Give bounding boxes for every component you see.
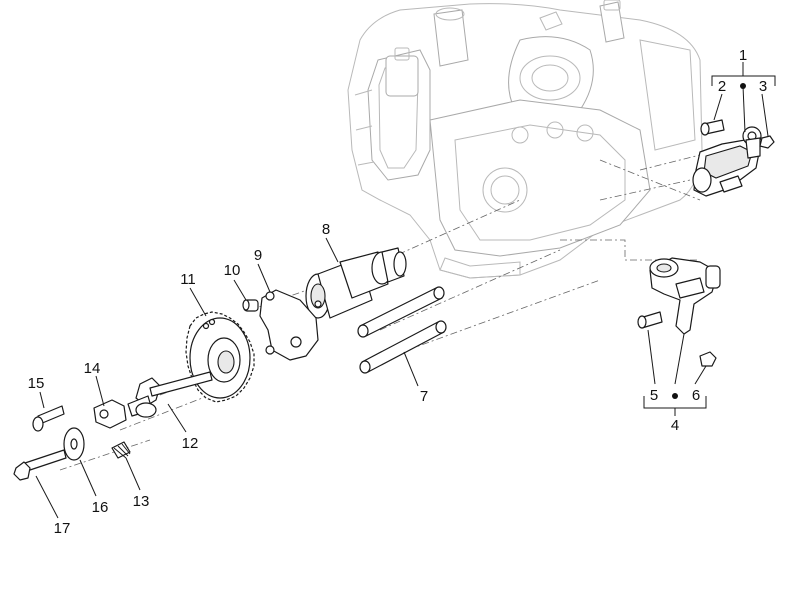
callout-4: 4 — [671, 417, 679, 434]
bolt-item-15 — [32, 405, 65, 432]
callout-17: 17 — [54, 520, 71, 537]
bolt-item-2 — [700, 119, 725, 136]
callout-14: 14 — [84, 360, 101, 377]
bolt-item-17 — [13, 449, 67, 481]
timing-gear-item-11 — [185, 311, 255, 403]
nut-item-3 — [759, 135, 775, 149]
cylinder-head-ghost — [347, 0, 703, 279]
leader-lines — [35, 85, 769, 519]
washer-item-16 — [63, 427, 85, 461]
callout-16: 16 — [92, 499, 109, 516]
clip-item-14 — [93, 399, 127, 429]
bracket-group-4 — [643, 393, 707, 416]
callout-12: 12 — [182, 435, 199, 452]
callout-9: 9 — [254, 247, 262, 264]
thrust-plate-item-9 — [259, 289, 319, 361]
pin-item-10 — [242, 299, 259, 312]
rocker-arm-lower — [649, 257, 721, 335]
rods-item-7 — [357, 286, 447, 374]
spring-item-13 — [111, 441, 131, 459]
callout-10: 10 — [224, 262, 241, 279]
callout-8: 8 — [322, 221, 330, 238]
callout-11: 11 — [180, 271, 196, 288]
bolt-item-5 — [637, 311, 663, 329]
callout-1: 1 — [739, 47, 747, 64]
callout-2: 2 — [718, 78, 726, 95]
rocker-arm-upper — [692, 126, 762, 197]
bracket-group-1 — [711, 62, 776, 89]
callout-labels: 1 2 3 4 5 6 7 8 9 10 11 12 13 14 15 16 1… — [28, 47, 768, 537]
callout-13: 13 — [133, 493, 150, 510]
callout-5: 5 — [650, 387, 658, 404]
nut-item-6 — [699, 351, 717, 367]
callout-7: 7 — [420, 388, 428, 405]
camshaft-item-8 — [305, 247, 407, 319]
callout-15: 15 — [28, 375, 45, 392]
callout-3: 3 — [759, 78, 767, 95]
shaft-item-12 — [127, 371, 213, 418]
callout-6: 6 — [692, 387, 700, 404]
